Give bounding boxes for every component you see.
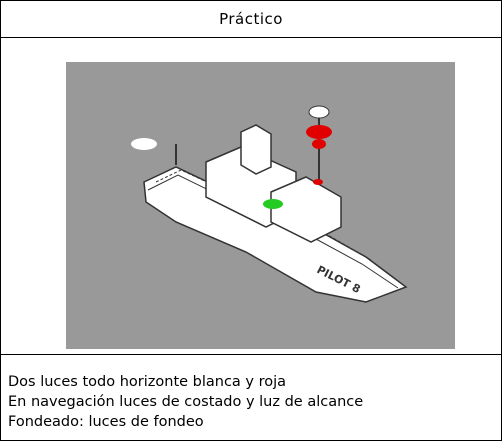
sidelight-red: [313, 179, 323, 185]
bridge-house: [270, 176, 342, 243]
masthead-red-light: [306, 125, 332, 139]
masthead-white-light: [308, 105, 330, 119]
stern-white-light: [131, 138, 157, 150]
card-title: Práctico: [1, 1, 501, 38]
description: Dos luces todo horizonte blanca y roja E…: [8, 372, 363, 432]
funnel: [240, 124, 272, 175]
masthead-red-light-lower: [312, 139, 326, 149]
sidelight-green: [263, 199, 283, 209]
description-line: Fondeado: luces de fondeo: [8, 414, 204, 430]
pilot-vessel-illustration: PILOT 8: [66, 62, 455, 349]
description-line: Dos luces todo horizonte blanca y roja: [8, 374, 287, 390]
image-cell: PILOT 8: [1, 38, 501, 355]
description-line: En navegación luces de costado y luz de …: [8, 394, 364, 410]
pilot-boat-drawing: PILOT 8: [131, 105, 408, 303]
